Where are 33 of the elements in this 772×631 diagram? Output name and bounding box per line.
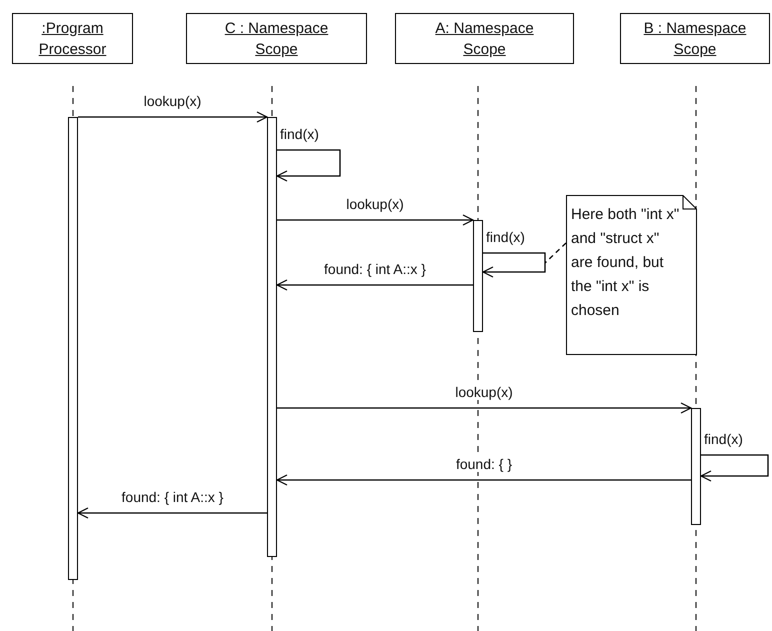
message-arrow [277,214,474,226]
message-label: lookup(x) [454,384,514,400]
message-arrow [276,279,473,291]
note-text: Here both "int x" and "struct x" are found, but the "int x" is chosen [571,205,680,321]
message-label: found: { } [454,456,514,472]
object-box [186,13,367,64]
note-link [544,242,566,264]
message-label: find(x) [485,229,526,245]
message-label: lookup(x) [142,93,202,109]
message-arrow [276,474,691,486]
message-arrow [700,454,769,482]
activation-bar [691,408,701,525]
message-arrow [78,111,268,123]
message-arrow [277,402,692,414]
message-arrow [276,149,341,182]
message-label: find(x) [279,126,320,142]
message-label: found: { int A::x } [120,489,224,505]
note [566,195,697,355]
activation-bar [473,220,483,332]
object-name: B : Namespace Scope [642,18,748,60]
object-box [12,13,133,64]
object-name: C : Namespace Scope [224,18,330,60]
message-arrow [482,252,546,278]
message-arrow [77,507,267,519]
object-name: A: Namespace Scope [434,18,535,60]
object-name: :Program Processor [38,18,108,60]
message-label: found: { int A::x } [323,261,427,277]
object-box [395,13,574,64]
message-label: lookup(x) [345,196,405,212]
object-box [620,13,770,64]
message-label: find(x) [703,431,744,447]
activation-bar [68,117,78,580]
activation-bar [267,117,277,557]
